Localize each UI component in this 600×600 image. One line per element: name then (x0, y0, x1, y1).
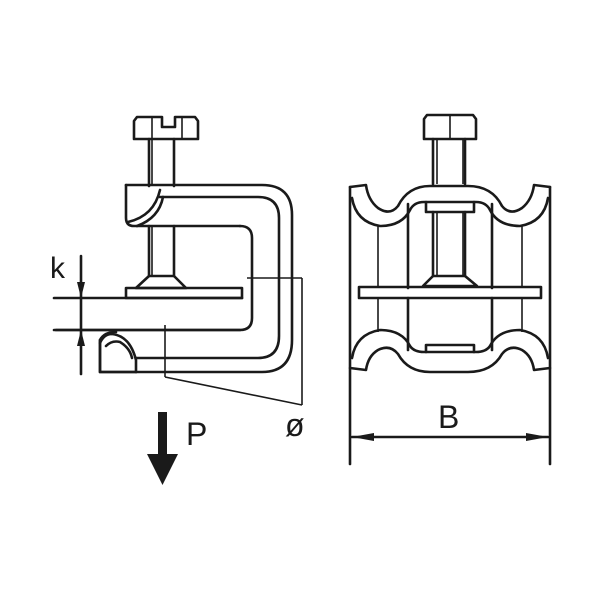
c-frame-throat (54, 224, 254, 332)
dimension-k: k (50, 252, 85, 376)
dimension-b: B (350, 399, 550, 441)
front-view (348, 113, 552, 466)
side-view (52, 115, 294, 374)
pressure-plate (357, 285, 543, 300)
dimension-diameter: ø (164, 277, 305, 443)
label-p: P (186, 416, 207, 452)
c-frame-outer (98, 183, 294, 374)
bottom-wave-band (350, 328, 550, 360)
screw-head (132, 115, 200, 141)
label-k: k (50, 252, 66, 285)
label-diameter: ø (285, 407, 305, 443)
hex-head (422, 113, 478, 141)
top-wave-band (348, 183, 552, 213)
label-b: B (438, 399, 459, 435)
load-arrow: P (147, 412, 207, 485)
